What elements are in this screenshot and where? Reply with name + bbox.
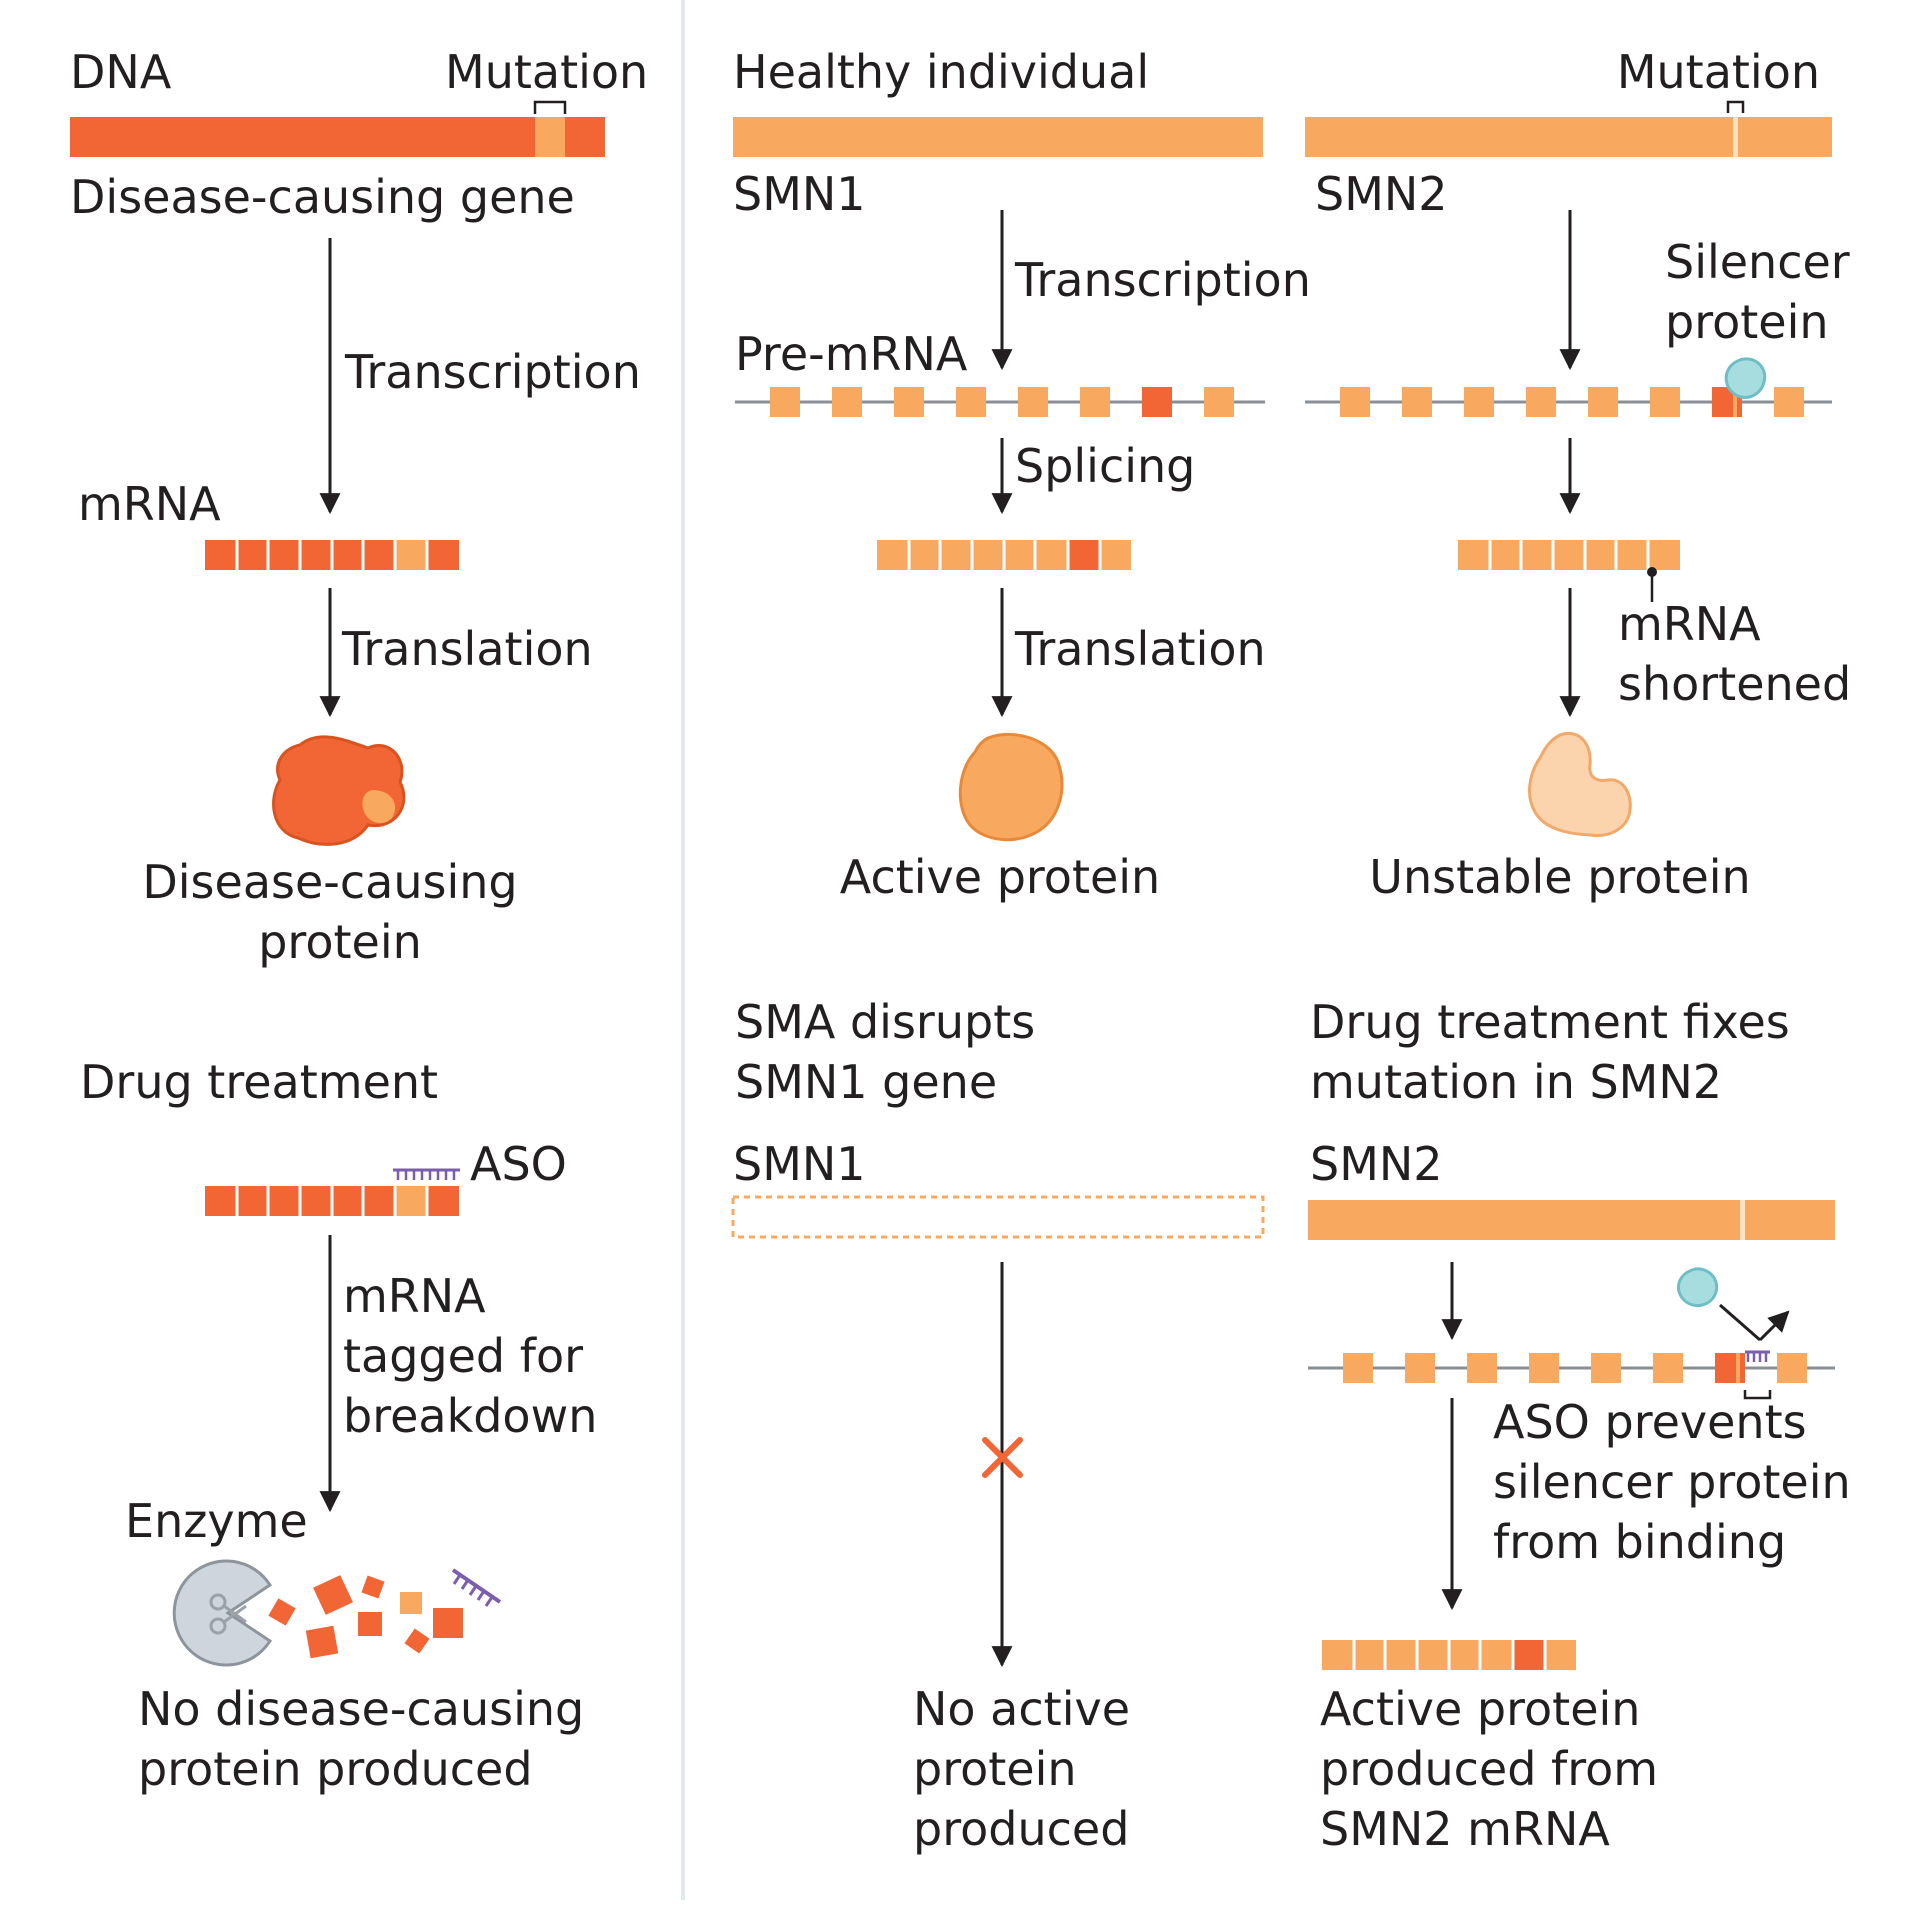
drug-smn2-label: SMN2: [1310, 1137, 1443, 1191]
left-mrna-bar: [205, 540, 459, 570]
smn2-short-mrna: [1458, 540, 1680, 570]
smn2-mutation-bracket: [1726, 100, 1745, 113]
smn2-label: SMN2: [1315, 167, 1448, 221]
left-result-2: protein produced: [138, 1742, 533, 1796]
silencer-label-2: protein: [1665, 295, 1829, 349]
unstable-protein-label: Unstable protein: [1369, 850, 1750, 904]
left-mutation-label: Mutation: [445, 45, 648, 99]
healthy-pre-mrna: [735, 387, 1265, 417]
left-result-1: No disease-causing: [138, 1682, 584, 1736]
drug-result-3: SMN2 mRNA: [1320, 1802, 1610, 1856]
active-protein-label: Active protein: [840, 850, 1160, 904]
sma-title-2: SMN1 gene: [735, 1055, 997, 1109]
healthy-title: Healthy individual: [733, 45, 1149, 99]
left-mutation-bracket: [533, 100, 567, 114]
displaced-silencer: [1676, 1267, 1790, 1342]
smn2-mutation-label: Mutation: [1617, 45, 1820, 99]
drug-fix-title-2: mutation in SMN2: [1310, 1055, 1722, 1109]
drug-pre-mrna: [1308, 1353, 1835, 1383]
tagged-label-3: breakdown: [343, 1389, 597, 1443]
drug-result-1: Active protein: [1320, 1682, 1640, 1736]
disease-gene-label: Disease-causing gene: [70, 170, 575, 224]
disease-gene-bar: [70, 117, 605, 157]
smn1-label: SMN1: [733, 167, 866, 221]
sma-result-2: protein: [913, 1742, 1077, 1796]
left-translation-label: Translation: [341, 622, 593, 676]
drug-treatment-label: Drug treatment: [80, 1055, 438, 1109]
shortened-pointer: [1647, 567, 1657, 602]
tagged-label-1: mRNA: [343, 1269, 486, 1323]
aso-prevents-3: from binding: [1493, 1515, 1786, 1569]
healthy-translation-label: Translation: [1014, 622, 1266, 676]
sma-smn1-label: SMN1: [733, 1137, 866, 1191]
dna-label: DNA: [70, 45, 172, 99]
sma-title-1: SMA disrupts: [735, 995, 1035, 1049]
unstable-protein-shape: [1528, 731, 1632, 838]
silencer-protein: [1724, 357, 1767, 399]
sma-result-3: produced: [913, 1802, 1129, 1856]
drug-result-2: produced from: [1320, 1742, 1658, 1796]
smn1-gene-bar: [733, 117, 1263, 157]
mrna-fragments: [268, 1575, 463, 1659]
sma-result-1: No active: [913, 1682, 1130, 1736]
disease-protein-shape: [272, 735, 406, 846]
blocked-cross-icon: [982, 1437, 1023, 1478]
aso-label: ASO: [470, 1137, 567, 1191]
left-transcription-label: Transcription: [344, 345, 641, 399]
drug-smn2-gene-bar: [1308, 1200, 1835, 1240]
enzyme-label: Enzyme: [125, 1494, 308, 1548]
silencer-label-1: Silencer: [1665, 235, 1850, 289]
pre-mrna-label: Pre-mRNA: [735, 327, 968, 381]
aso-strand: [393, 1168, 460, 1180]
disease-protein-label-2: protein: [258, 915, 422, 969]
aso-prevents-1: ASO prevents: [1493, 1395, 1807, 1449]
left-treated-mrna-bar: [205, 1186, 459, 1216]
smn2-pre-mrna: [1305, 387, 1832, 417]
shortened-label-1: mRNA: [1618, 597, 1761, 651]
shortened-label-2: shortened: [1618, 657, 1851, 711]
aso-fragment: [451, 1568, 502, 1607]
splicing-label: Splicing: [1015, 439, 1195, 493]
tagged-label-2: tagged for: [343, 1329, 583, 1383]
active-protein-shape: [958, 733, 1064, 842]
bound-aso: [1743, 1350, 1772, 1400]
drug-mature-mrna: [1322, 1640, 1576, 1670]
enzyme-pacman: [172, 1559, 273, 1667]
disease-protein-label-1: Disease-causing: [142, 855, 517, 909]
healthy-transcription-label: Transcription: [1014, 253, 1311, 307]
disrupted-smn1-bar: [731, 1195, 1265, 1239]
healthy-mature-mrna: [877, 540, 1131, 570]
left-mrna-label: mRNA: [78, 477, 221, 531]
smn2-gene-bar: [1305, 117, 1832, 157]
aso-prevents-2: silencer protein: [1493, 1455, 1851, 1509]
drug-fix-title-1: Drug treatment fixes: [1310, 995, 1790, 1049]
